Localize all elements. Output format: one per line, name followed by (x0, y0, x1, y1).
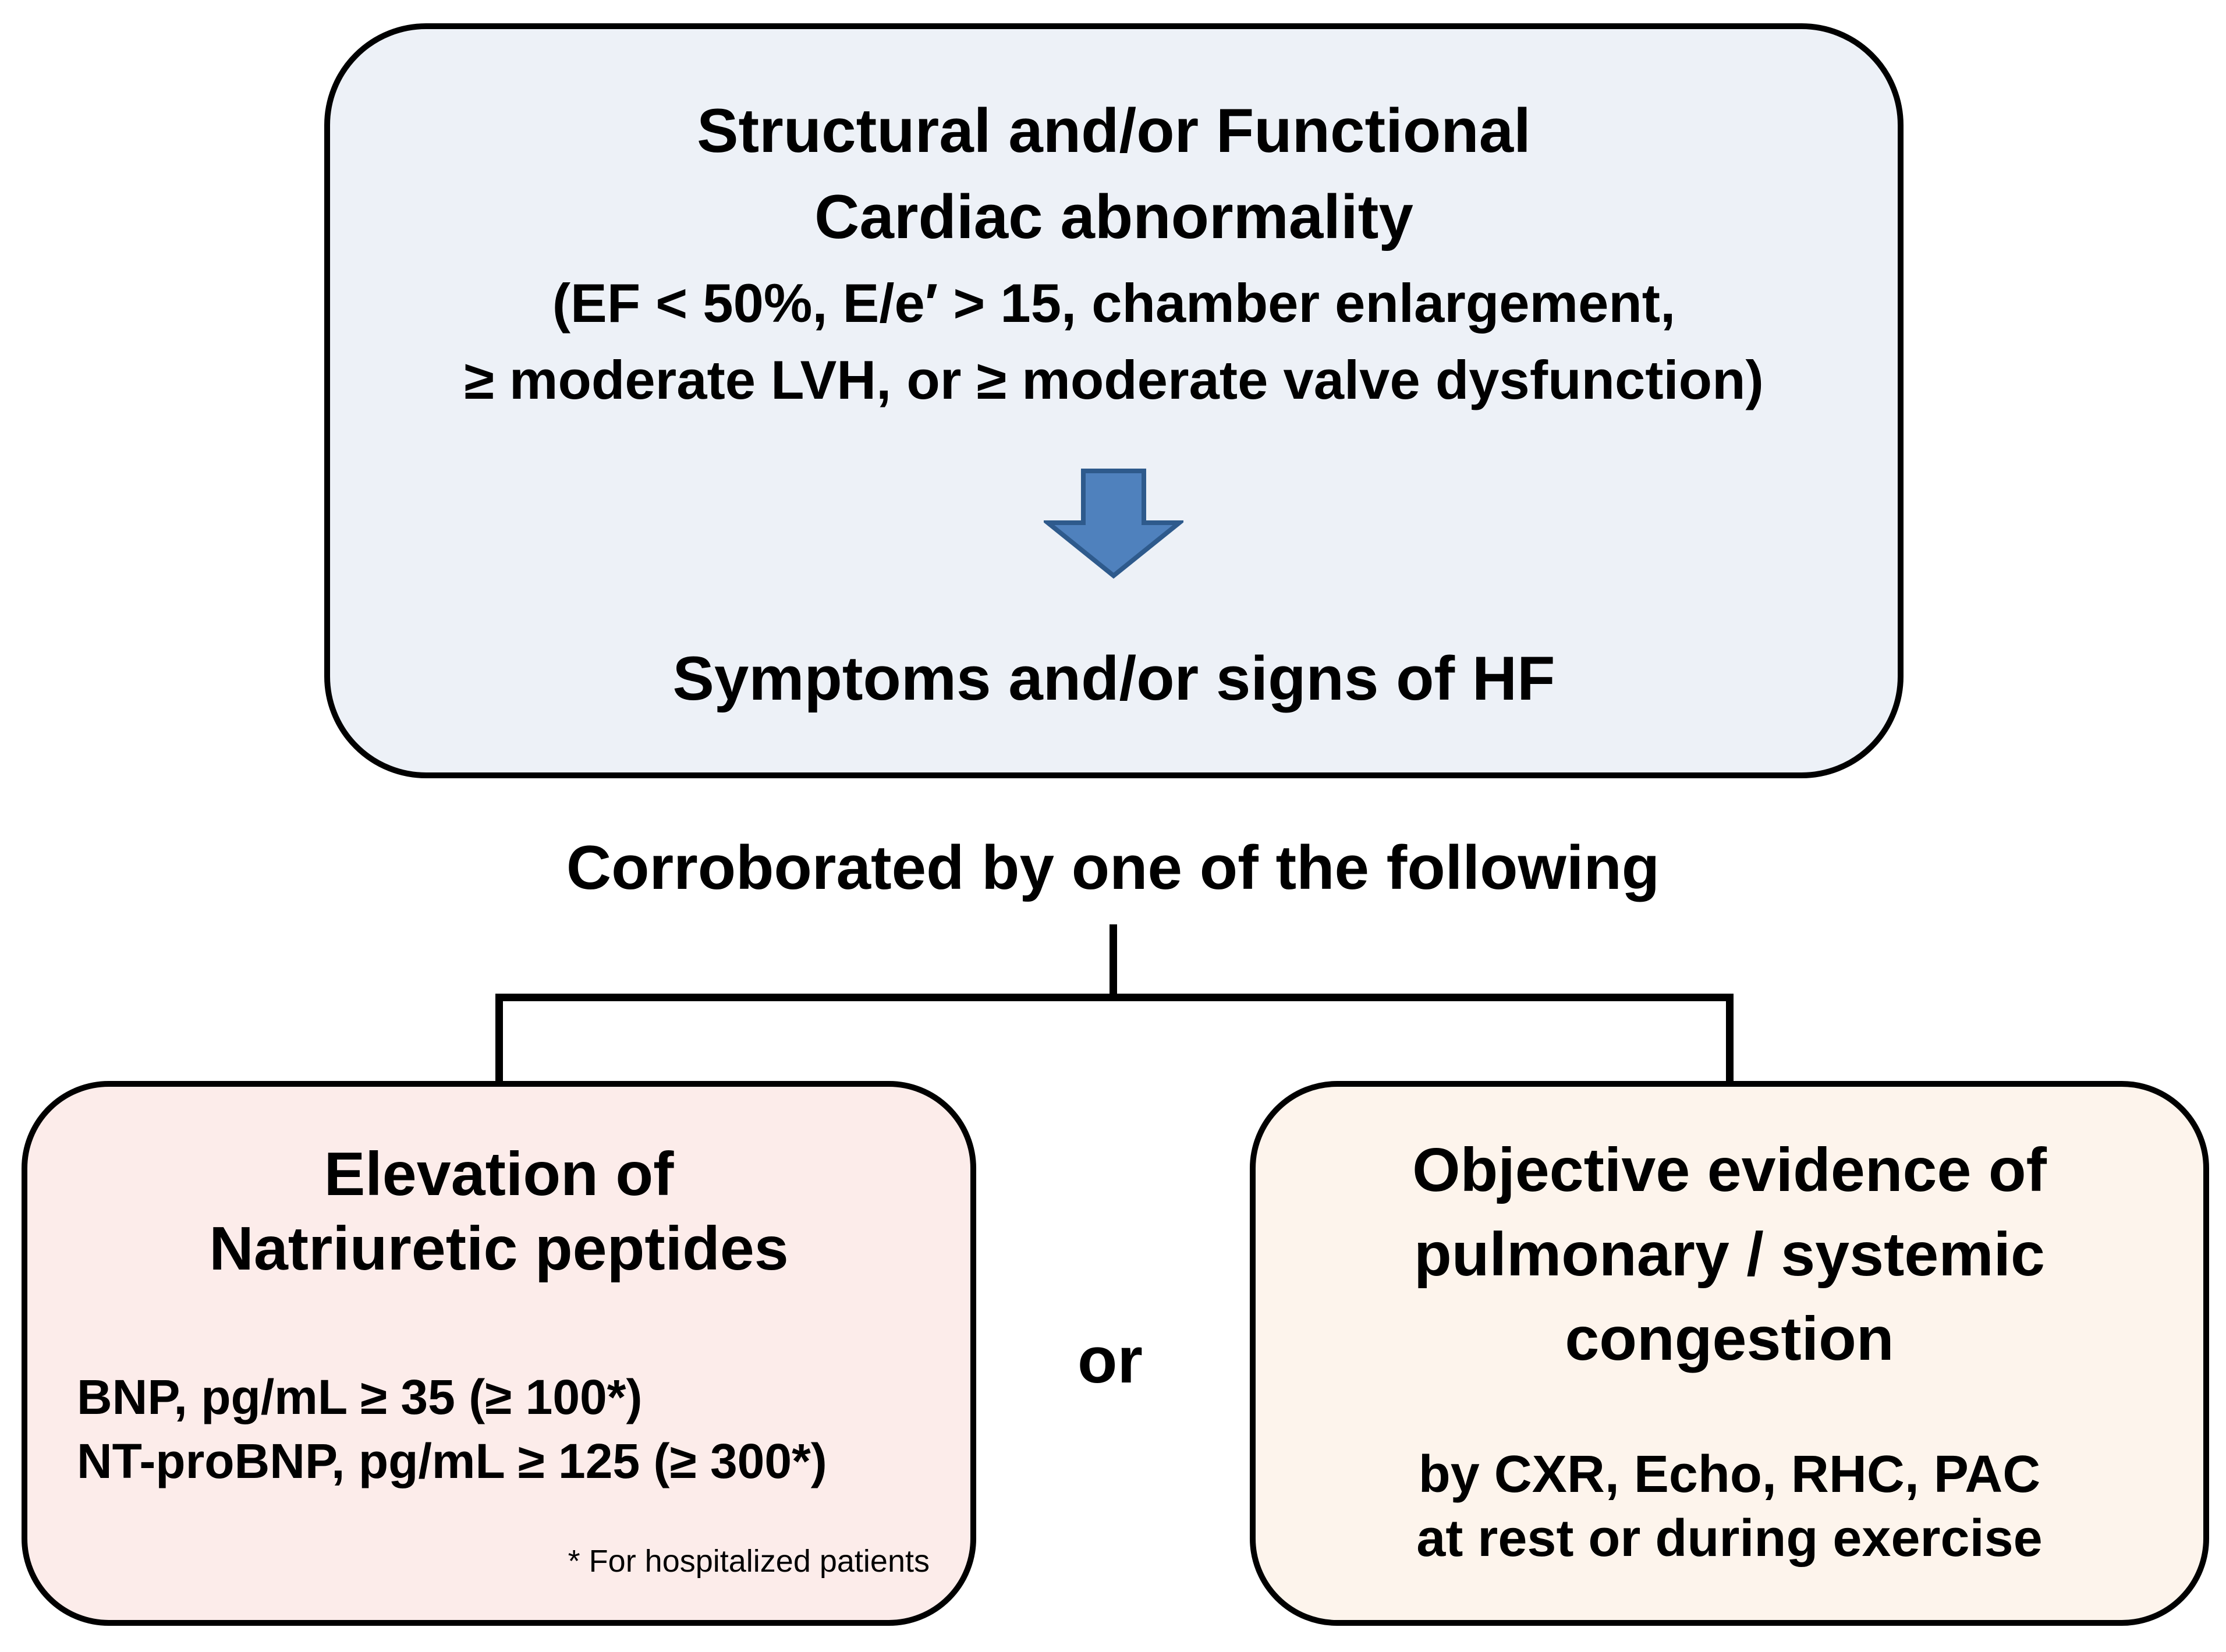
left-box-title-line1: Elevation of (324, 1140, 674, 1208)
right-box-title-line3: congestion (1565, 1304, 1894, 1373)
connector-right-drop-line (1726, 994, 1734, 1084)
natriuretic-peptides-box (22, 1081, 976, 1626)
hospitalized-footnote: * For hospitalized patients (568, 1544, 930, 1579)
connector-horizontal-line (495, 994, 1734, 1001)
ntprobnp-threshold-line: NT-proBNP, pg/mL ≥ 125 (≥ 300*) (77, 1434, 827, 1488)
right-box-title-line2: pulmonary / systemic (1414, 1220, 2045, 1289)
cardiac-abnormality-box (324, 23, 1904, 778)
top-box-title-line1: Structural and/or Functional (697, 95, 1531, 165)
corroborated-label: Corroborated by one of the following (566, 832, 1660, 902)
symptoms-text: Symptoms and/or signs of HF (672, 643, 1555, 713)
right-box-detail-line1: by CXR, Echo, RHC, PAC (1418, 1445, 2041, 1504)
left-box-title-line2: Natriuretic peptides (209, 1214, 789, 1283)
bnp-threshold-line: BNP, pg/mL ≥ 35 (≥ 100*) (77, 1370, 643, 1424)
right-box-title: Objective evidence of pulmonary / system… (1250, 1128, 2209, 1381)
connector-left-drop-line (495, 994, 503, 1084)
or-label: or (1077, 1324, 1143, 1396)
top-box-title: Structural and/or Functional Cardiac abn… (324, 87, 1904, 260)
congestion-evidence-box (1250, 1081, 2209, 1626)
top-box-criteria-line2: ≥ moderate LVH, or ≥ moderate valve dysf… (464, 349, 1764, 410)
top-box-criteria-line1: (EF < 50%, E/e′ > 15, chamber enlargemen… (552, 272, 1676, 334)
connector-stem-line (1110, 924, 1117, 999)
down-arrow-shape (1044, 469, 1183, 579)
left-box-title: Elevation of Natriuretic peptides (22, 1137, 976, 1286)
right-box-title-line1: Objective evidence of (1412, 1136, 2047, 1204)
down-arrow-icon (1044, 469, 1183, 579)
top-box-title-line2: Cardiac abnormality (814, 182, 1413, 251)
top-box-criteria: (EF < 50%, E/e′ > 15, chamber enlargemen… (324, 265, 1904, 419)
left-box-thresholds: BNP, pg/mL ≥ 35 (≥ 100*) NT-proBNP, pg/m… (77, 1365, 976, 1493)
right-box-detail-line2: at rest or during exercise (1416, 1509, 2043, 1568)
right-box-details: by CXR, Echo, RHC, PAC at rest or during… (1250, 1442, 2209, 1571)
